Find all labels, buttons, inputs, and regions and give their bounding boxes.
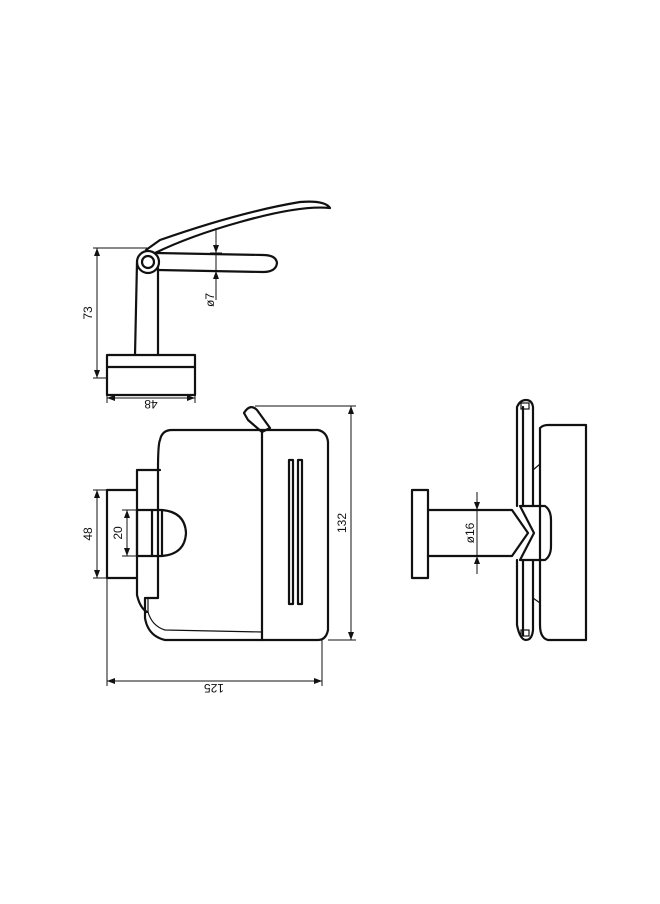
plan-roller-top <box>515 398 535 508</box>
front-cover <box>143 428 330 642</box>
dim-label-bar-diameter: ø7 <box>203 293 217 307</box>
dim-label-side-height: 73 <box>81 306 95 320</box>
dim-label-front-height: 132 <box>335 513 349 533</box>
side-bar <box>154 251 279 274</box>
plan-rod <box>426 508 530 558</box>
front-roller-stub <box>242 406 272 434</box>
dim-label-front-width: 125 <box>204 681 224 695</box>
side-post <box>133 260 160 357</box>
front-bracket <box>135 468 162 614</box>
side-pivot-inner <box>140 254 156 270</box>
dim-label-mount-height: 48 <box>81 527 95 541</box>
dim-label-mount-inner: 20 <box>111 526 125 540</box>
front-slot-left <box>287 458 295 606</box>
dim-label-side-base: 48 <box>144 397 158 411</box>
plan-view <box>410 398 588 642</box>
side-pivot-outer <box>135 249 161 275</box>
front-slot-right <box>296 458 304 606</box>
plan-cover-plate <box>538 423 588 642</box>
side-base-plate <box>105 353 197 397</box>
front-mount-hub <box>160 508 188 558</box>
front-view <box>105 406 330 642</box>
dim-label-rod-diameter: ø16 <box>463 522 477 543</box>
front-dimensions: 132 48 20 125 <box>81 405 356 695</box>
plan-hub <box>518 504 553 562</box>
front-mount-block <box>135 508 164 558</box>
plan-roller-bottom <box>515 558 535 642</box>
side-lid <box>144 200 332 255</box>
plan-dimensions: ø16 <box>463 492 484 574</box>
side-view <box>105 200 332 397</box>
side-dimensions: 73 48 ø7 <box>81 228 222 411</box>
plan-wall-flange <box>410 488 430 580</box>
